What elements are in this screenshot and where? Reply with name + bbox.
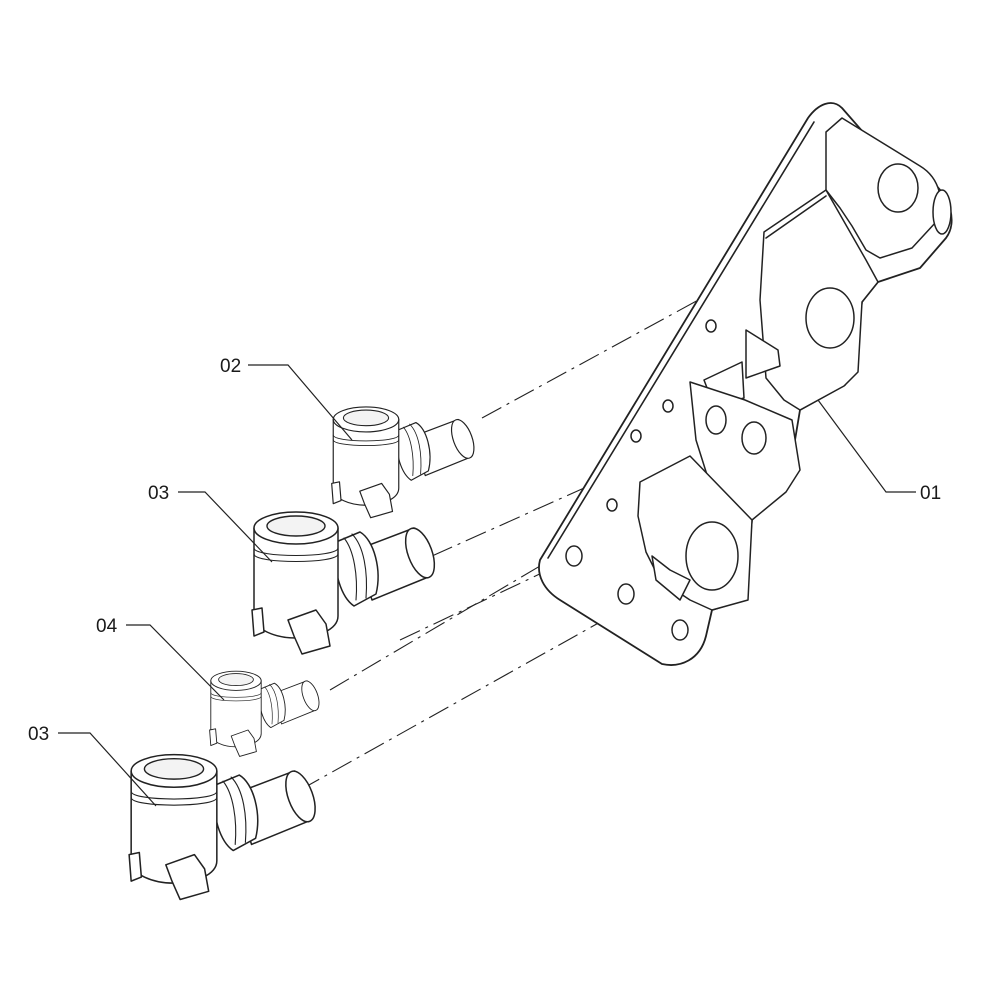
mounting-bracket	[538, 102, 953, 666]
callout-leaders	[58, 364, 916, 807]
callout-label-03-lower: 03	[28, 724, 49, 745]
callout-label-02: 02	[220, 356, 241, 377]
callout-label-01: 01	[920, 483, 941, 504]
elbow-fitting-03-lower	[128, 753, 322, 901]
callout-label-03-upper: 03	[148, 483, 169, 504]
callout-label-04: 04	[96, 616, 118, 637]
elbow-fitting-02	[331, 406, 480, 519]
elbow-fitting-03-upper	[251, 511, 441, 655]
elbow-fitting-04	[209, 670, 323, 757]
